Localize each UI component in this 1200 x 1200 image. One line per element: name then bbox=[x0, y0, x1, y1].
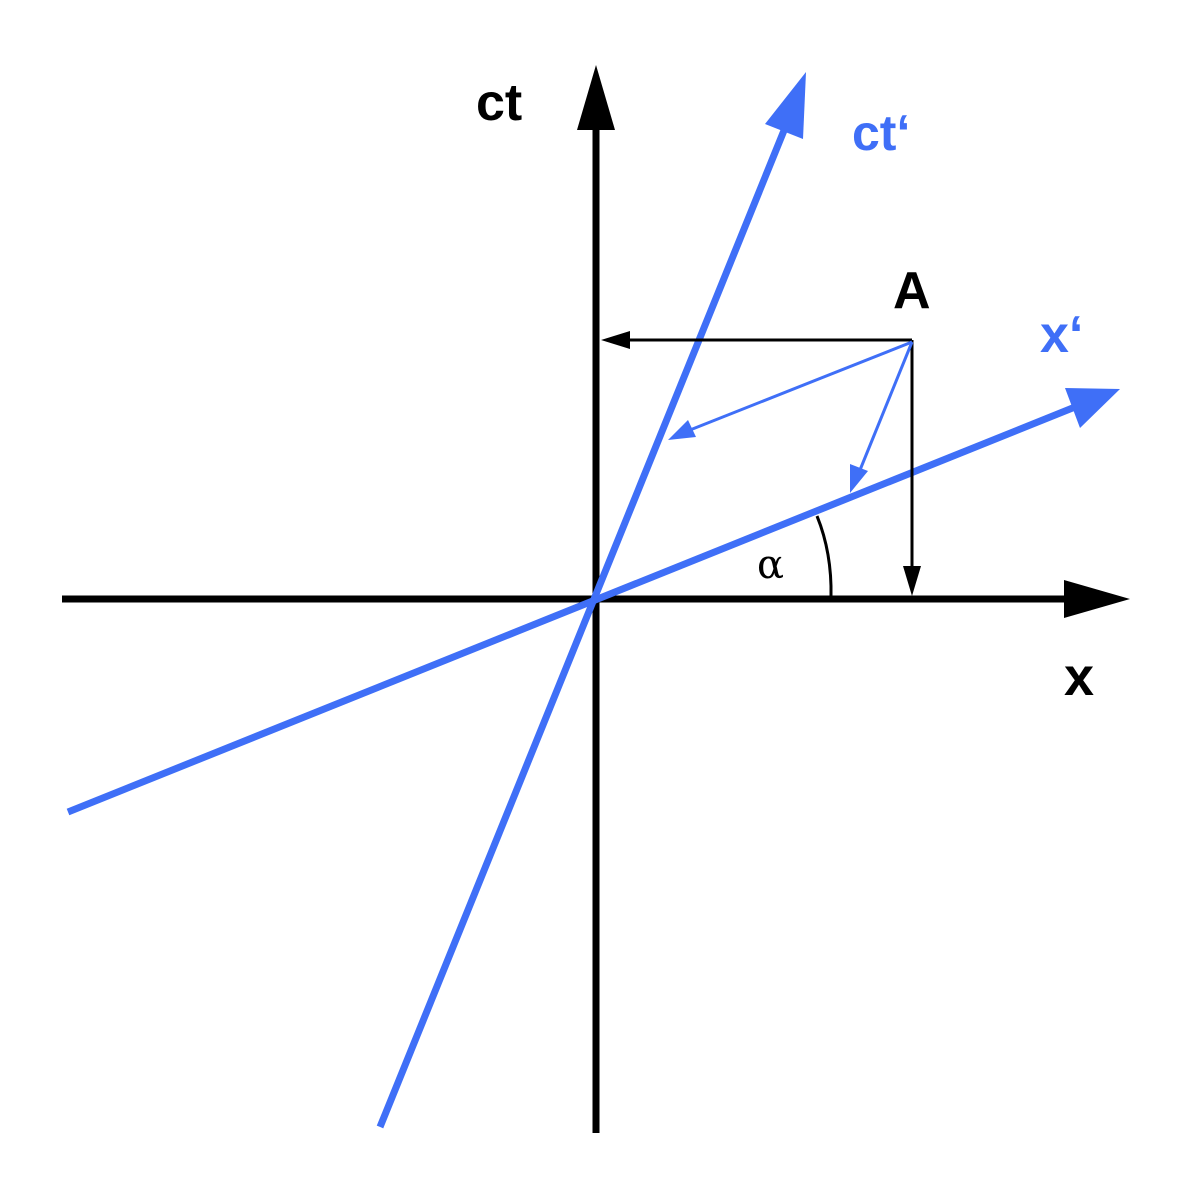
event-a-label: A bbox=[893, 262, 931, 320]
projection-to-ct-axis-arrowhead bbox=[601, 331, 630, 349]
projection-to-x-axis-arrowhead bbox=[903, 566, 921, 596]
ct-axis-label: ct bbox=[476, 74, 522, 132]
ct-prime-axis-label: ct‘ bbox=[852, 105, 910, 161]
event-a-projections bbox=[601, 331, 921, 596]
x-axis-label: x bbox=[1064, 647, 1094, 707]
alpha-label: α bbox=[757, 542, 784, 588]
ct-axis-arrowhead bbox=[577, 65, 615, 130]
x-prime-axis bbox=[66, 401, 1082, 816]
projection-to-x-prime-axis bbox=[858, 341, 914, 471]
x-prime-axis-arrowhead bbox=[1065, 388, 1120, 428]
alpha-angle-arc bbox=[815, 515, 833, 598]
projection-to-ct-prime-axis-arrowhead bbox=[668, 420, 696, 440]
projection-to-ct-prime-axis bbox=[689, 340, 913, 432]
x-prime-axis-label: x‘ bbox=[1040, 306, 1083, 364]
projection-to-x-prime-axis-arrowhead bbox=[850, 464, 868, 493]
ct-prime-axis bbox=[376, 126, 789, 1129]
rest-frame-axes bbox=[62, 65, 1130, 1133]
x-axis-arrowhead bbox=[1064, 580, 1130, 618]
ct-prime-axis-arrowhead bbox=[765, 72, 806, 139]
